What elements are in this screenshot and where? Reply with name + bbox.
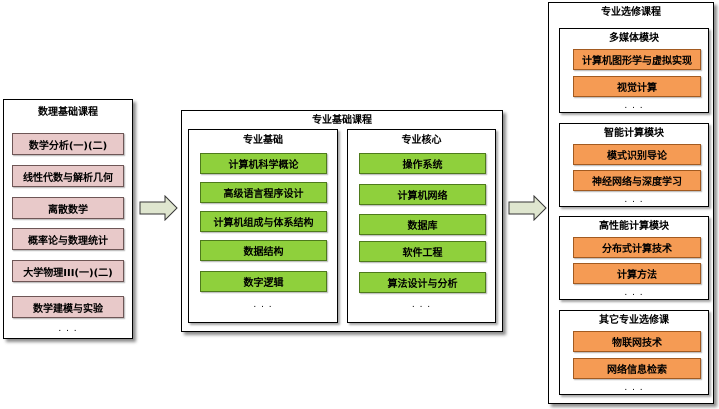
course-graphics-vr: 计算机图形学与虚拟实现 <box>573 49 701 70</box>
hpc-module: 高性能计算模块 分布式计算技术 计算方法 . . . <box>559 216 709 300</box>
course-database: 数据库 <box>359 214 486 235</box>
math-foundation-panel: 数理基础课程 数学分析(一)(二) 线性代数与解析几何 离散数学 概率论与数理统… <box>3 99 133 339</box>
course-information-retrieval: 网络信息检索 <box>573 358 701 379</box>
course-distributed-computing: 分布式计算技术 <box>573 237 701 258</box>
course-computer-networks: 计算机网络 <box>359 184 486 205</box>
electives-panel: 专业选修课程 多媒体模块 计算机图形学与虚拟实现 视觉计算 . . . 智能计算… <box>548 2 714 404</box>
basic-more-ellipsis: . . . <box>253 300 273 310</box>
hpc-more-ellipsis: . . . <box>624 288 644 298</box>
flow-arrow-icon <box>139 195 178 221</box>
hpc-module-title: 高性能计算模块 <box>599 221 669 232</box>
math-more-ellipsis: . . . <box>58 324 78 334</box>
course-operating-systems: 操作系统 <box>359 153 486 174</box>
course-discrete-math: 离散数学 <box>12 197 124 219</box>
basic-courses-title: 专业基础 <box>243 135 283 146</box>
core-courses-title: 专业基础课程 <box>312 115 372 126</box>
course-pattern-recognition: 模式识别导论 <box>573 144 701 165</box>
course-physics: 大学物理III(一)(二) <box>12 260 124 282</box>
course-visual-computing: 视觉计算 <box>573 76 701 97</box>
multimedia-module-title: 多媒体模块 <box>609 33 659 44</box>
course-iot: 物联网技术 <box>573 331 701 352</box>
major-courses-title: 专业核心 <box>401 135 442 146</box>
electives-title: 专业选修课程 <box>601 7 661 18</box>
flow-arrow-icon <box>508 195 547 221</box>
course-intro-cs: 计算机科学概论 <box>200 153 327 174</box>
course-numerical-methods: 计算方法 <box>573 263 701 284</box>
course-digital-logic: 数字逻辑 <box>200 271 327 292</box>
other-electives-module: 其它专业选修课 物联网技术 网络信息检索 . . . <box>559 310 709 395</box>
course-software-engineering: 软件工程 <box>359 241 486 262</box>
major-courses-group: 专业核心 操作系统 计算机网络 数据库 软件工程 算法设计与分析 . . . <box>347 129 496 323</box>
course-linear-algebra: 线性代数与解析几何 <box>12 165 124 187</box>
other-more-ellipsis: . . . <box>624 383 644 393</box>
course-probability-statistics: 概率论与数理统计 <box>12 228 124 250</box>
course-math-analysis: 数学分析(一)(二) <box>12 133 124 155</box>
multimedia-more-ellipsis: . . . <box>624 101 644 111</box>
intelligent-more-ellipsis: . . . <box>624 195 644 205</box>
core-courses-panel: 专业基础课程 专业基础 计算机科学概论 高级语言程序设计 计算机组成与体系结构 … <box>181 110 503 332</box>
course-computer-architecture: 计算机组成与体系结构 <box>200 211 327 232</box>
major-more-ellipsis: . . . <box>411 300 432 310</box>
course-programming: 高级语言程序设计 <box>200 182 327 203</box>
intelligent-computing-module-title: 智能计算模块 <box>604 128 664 139</box>
intelligent-computing-module: 智能计算模块 模式识别导论 神经网络与深度学习 . . . <box>559 123 709 207</box>
multimedia-module: 多媒体模块 计算机图形学与虚拟实现 视觉计算 . . . <box>559 28 709 113</box>
math-foundation-title: 数理基础课程 <box>38 107 98 118</box>
course-algorithms: 算法设计与分析 <box>359 272 486 293</box>
course-math-modeling: 数学建模与实验 <box>12 296 124 318</box>
basic-courses-group: 专业基础 计算机科学概论 高级语言程序设计 计算机组成与体系结构 数据结构 数字… <box>188 129 338 323</box>
course-deep-learning: 神经网络与深度学习 <box>573 170 701 191</box>
course-data-structures: 数据结构 <box>200 240 327 261</box>
other-electives-module-title: 其它专业选修课 <box>599 315 669 326</box>
